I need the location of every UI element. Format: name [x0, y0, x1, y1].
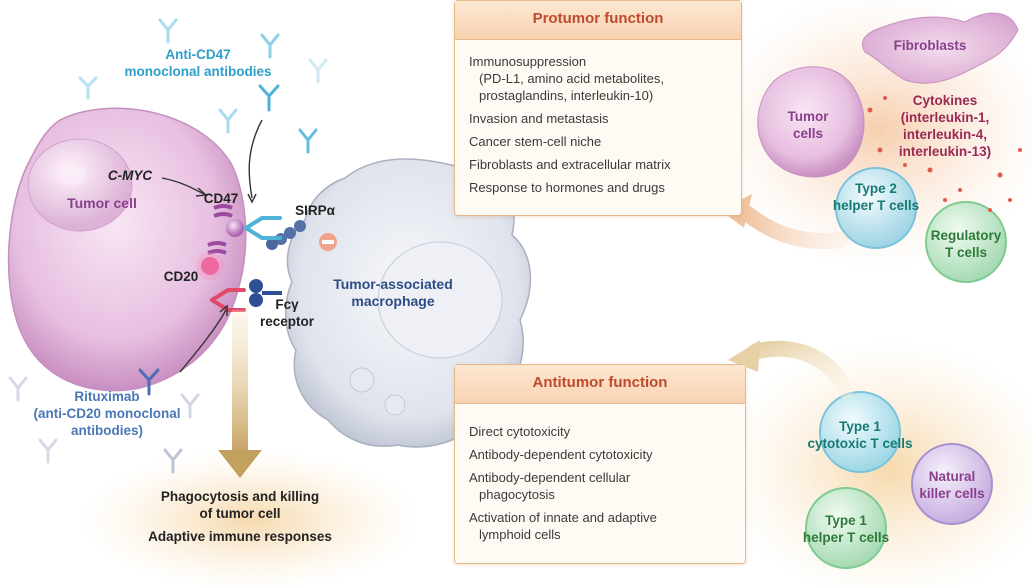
- tumor-cell-label: Tumor cell: [67, 195, 137, 211]
- protumor-item-stem-cell-niche: Cancer stem-cell niche: [469, 134, 602, 149]
- anti-cd47-label-line1: Anti-CD47: [165, 47, 231, 62]
- cytokines-line3: interleukin-4,: [902, 127, 988, 142]
- natural-killer-cell-shape: [911, 443, 993, 525]
- outcome-line1: Phagocytosis and killing: [160, 489, 320, 504]
- type2-helper-cell-shape: [835, 167, 917, 249]
- rituximab-label: Rituximab (anti-CD20 monoclonal antibodi…: [22, 388, 192, 439]
- tumor-cells-line1: Tumor: [787, 109, 829, 124]
- type1-helper-line1: Type 1: [825, 513, 867, 528]
- type2-helper-line2: helper T cells: [832, 198, 920, 213]
- fibroblast-shape: [862, 12, 1019, 84]
- sirp-receptor: [266, 220, 306, 250]
- cytokines-line1: Cytokines: [912, 93, 978, 108]
- antitumor-item-direct-cytotoxicity: Direct cytotoxicity: [469, 424, 571, 439]
- protumor-panel: Protumor function Immunosuppression (PD-…: [454, 0, 742, 216]
- protumor-item-subtext: (PD-L1, amino acid metabolites,: [479, 71, 664, 86]
- type2-helper-label: Type 2 helper T cells: [826, 180, 926, 214]
- antitumor-panel-title: Antitumor function: [455, 365, 745, 404]
- regulatory-line1: Regulatory: [930, 228, 1002, 243]
- cd20-label: CD20: [163, 269, 199, 284]
- cytokines-line2: (interleukin-1,: [900, 110, 990, 125]
- anti-cd47-label: Anti-CD47 monoclonal antibodies: [118, 46, 278, 80]
- antitumor-item-adcp: Antibody-dependent cellular phagocytosis: [469, 469, 735, 503]
- rituximab-label-line2: (anti-CD20 monoclonal: [33, 406, 181, 421]
- rituximab-antibodies-icon: [8, 368, 200, 474]
- antitumor-panel: Antitumor function Direct cytotoxicity A…: [454, 364, 746, 564]
- natural-killer-label: Natural killer cells: [908, 468, 996, 502]
- anti-cd47-antibodies-icon: [78, 18, 328, 154]
- tumor-nucleus: [27, 138, 133, 232]
- antitumor-item-activation: Activation of innate and adaptive lympho…: [469, 509, 735, 543]
- inhibition-icon: [319, 233, 337, 251]
- type1-cytotoxic-label: Type 1 cytotoxic T cells: [800, 418, 920, 452]
- c-myc-label: C-MYC: [107, 168, 153, 183]
- antitumor-item-adcc: Antibody-dependent cytotoxicity: [469, 447, 653, 462]
- cd47-label: CD47: [203, 191, 239, 206]
- tumor-cell-shape: [7, 107, 247, 392]
- anti-cd47-label-line2: monoclonal antibodies: [124, 64, 272, 79]
- fc-gamma-receptor: [249, 279, 282, 307]
- protumor-item-fibroblasts: Fibroblasts and extracellular matrix: [469, 157, 671, 172]
- sirp-label: SIRPα: [295, 203, 335, 218]
- rituximab-arrow: [179, 309, 227, 373]
- natural-killer-line1: Natural: [928, 469, 976, 484]
- tumor-cells-shape: [757, 66, 865, 178]
- macrophage-label-line2: macrophage: [351, 293, 435, 309]
- cd20-receptor: [196, 241, 227, 280]
- fc-receptor-line1: Fcγ: [275, 297, 299, 312]
- regulatory-label: Regulatory T cells: [920, 227, 1012, 261]
- type1-cytotoxic-line1: Type 1: [839, 419, 881, 434]
- protumor-item-invasion: Invasion and metastasis: [469, 111, 609, 126]
- regulatory-cell-shape: [925, 201, 1007, 283]
- antitumor-item-subtext: lymphoid cells: [479, 527, 561, 542]
- protumor-item-subtext: prostaglandins, interleukin-10): [479, 88, 654, 103]
- type1-cytotoxic-line2: cytotoxic T cells: [807, 436, 913, 451]
- type1-helper-label: Type 1 helper T cells: [794, 512, 898, 546]
- cytokines-label: Cytokines (interleukin-1, interleukin-4,…: [880, 92, 1010, 160]
- tumor-cells-label: Tumor cells: [776, 108, 840, 142]
- fc-receptor-line2: receptor: [259, 314, 315, 329]
- protumor-curve-arrow: [737, 204, 848, 250]
- antitumor-item-subtext: phagocytosis: [479, 487, 555, 502]
- type1-helper-cell-shape: [805, 487, 887, 569]
- type1-helper-line2: helper T cells: [802, 530, 890, 545]
- antitumor-curve-arrow: [747, 340, 853, 398]
- antitumor-item-text: Activation of innate and adaptive: [469, 510, 657, 525]
- outcome-glow: [80, 450, 420, 588]
- tumor-cells-line2: cells: [792, 126, 824, 141]
- macrophage-nucleus: [377, 241, 503, 359]
- protumor-item-immunosuppression: Immunosuppression (PD-L1, amino acid met…: [469, 53, 731, 104]
- fc-receptor-label: Fcγ receptor: [252, 296, 322, 330]
- protumor-panel-title: Protumor function: [455, 1, 741, 40]
- bound-anti-cd47-antibody: [244, 216, 282, 240]
- outcome-line3: Adaptive immune responses: [148, 529, 332, 544]
- outcome-line2: of tumor cell: [199, 506, 281, 521]
- protumor-item-text: Immunosuppression: [469, 54, 587, 69]
- macrophage-label: Tumor-associated macrophage: [318, 276, 468, 310]
- fibroblasts-label: Fibroblasts: [893, 38, 967, 53]
- anti-cd47-arrow: [248, 119, 263, 199]
- rituximab-label-line1: Rituximab: [74, 389, 140, 404]
- rituximab-label-line3: antibodies): [70, 423, 143, 438]
- natural-killer-line2: killer cells: [919, 486, 985, 501]
- protumor-item-hormones: Response to hormones and drugs: [469, 180, 665, 195]
- cytokine-dots: [867, 96, 1022, 212]
- outcome-label: Phagocytosis and killing of tumor cell A…: [130, 488, 350, 545]
- c-myc-arrow: [161, 177, 205, 195]
- type1-cytotoxic-cell-shape: [819, 391, 901, 473]
- phagocytosis-arrow: [218, 310, 262, 478]
- macrophage-label-line1: Tumor-associated: [333, 276, 453, 292]
- cytokines-line4: interleukin-13): [898, 144, 992, 159]
- type2-helper-line1: Type 2: [855, 181, 897, 196]
- antitumor-item-text: Antibody-dependent cellular: [469, 470, 631, 485]
- regulatory-line2: T cells: [944, 245, 988, 260]
- cd47-receptor: [213, 204, 244, 237]
